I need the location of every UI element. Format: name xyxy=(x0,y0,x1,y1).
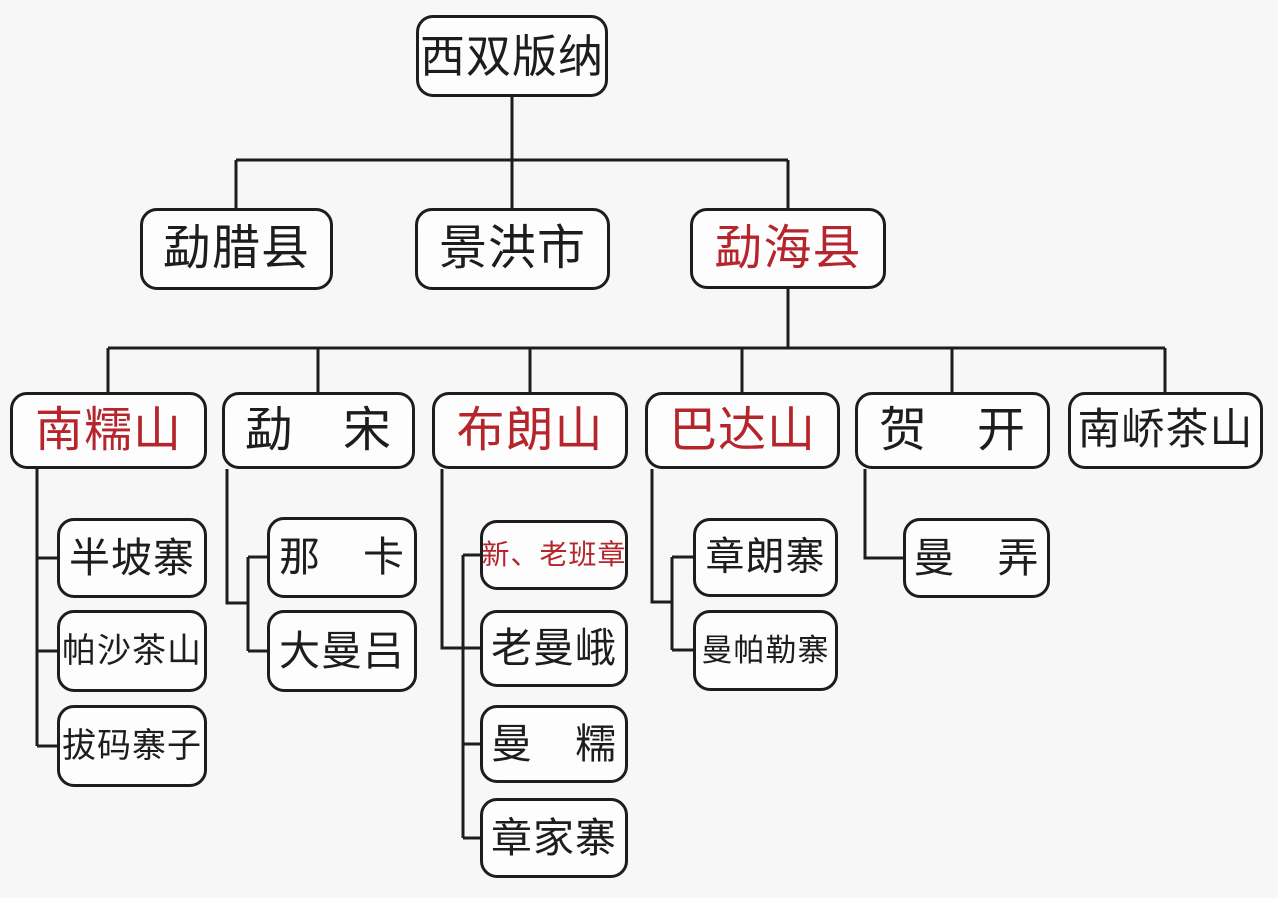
tree-node-laomane: 老曼峨 xyxy=(480,610,628,687)
tree-node-zhanglang-village: 章朗寨 xyxy=(693,518,838,597)
tree-node-bulang-mountain: 布朗山 xyxy=(432,392,628,469)
connector-line xyxy=(440,469,480,650)
tree-node-new-old-banzhang: 新、老班章 xyxy=(480,520,628,590)
tree-node-banpo-village: 半坡寨 xyxy=(57,518,207,598)
tree-node-mengsong: 勐 宋 xyxy=(222,392,415,469)
tree-node-xishuangbanna: 西双版纳 xyxy=(416,15,608,97)
tree-node-manpale-village: 曼帕勒寨 xyxy=(693,610,838,691)
connector-line xyxy=(863,469,903,560)
tree-node-bada-mountain: 巴达山 xyxy=(645,392,840,469)
tree-node-menghai-county: 勐海县 xyxy=(690,208,886,289)
tree-node-bama-village: 拔码寨子 xyxy=(57,705,207,787)
tree-node-jinghong-city: 景洪市 xyxy=(415,208,610,290)
tree-node-nanqiao-tea-mountain: 南峤茶山 xyxy=(1068,392,1263,469)
tree-node-damanlv: 大曼吕 xyxy=(267,610,417,692)
connector-line xyxy=(650,469,672,604)
tree-node-pasha-tea-mountain: 帕沙茶山 xyxy=(57,610,207,692)
tree-node-naka: 那 卡 xyxy=(267,517,417,598)
tree-node-mannong: 曼 弄 xyxy=(903,518,1050,598)
connector-line xyxy=(225,469,248,605)
tree-node-zhangjia-village: 章家寨 xyxy=(480,798,628,878)
tree-node-nannuo-mountain: 南糯山 xyxy=(10,392,207,469)
tree-node-mannuo: 曼 糯 xyxy=(480,705,628,783)
tree-node-hekai: 贺 开 xyxy=(855,392,1050,469)
tree-node-mengla-county: 勐腊县 xyxy=(140,208,333,290)
